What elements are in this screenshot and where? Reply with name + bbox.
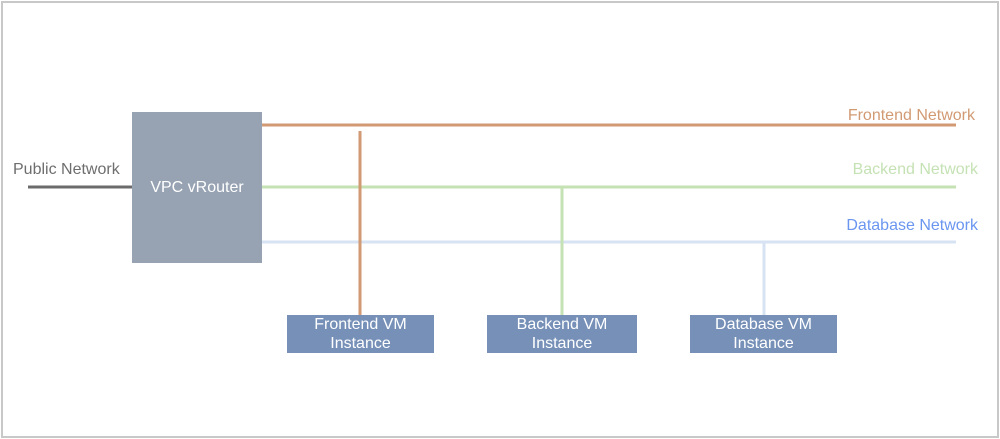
backend-vm-label-line1: Backend VM [516, 316, 608, 333]
frontend-vm-label-line2: Instance [330, 335, 391, 352]
frontend-network-label: Frontend Network [847, 107, 975, 124]
backend-vm-label-line2: Instance [531, 335, 593, 352]
vpc-vrouter: VPC vRouter [132, 112, 262, 263]
backend-vm-instance: Backend VM Instance [487, 315, 637, 353]
vpc-vrouter-label: VPC vRouter [150, 178, 244, 196]
database-network-label: Database Network [846, 217, 978, 234]
frontend-vm-instance: Frontend VM Instance [287, 315, 434, 353]
database-vm-instance: Database VM Instance [690, 315, 837, 353]
database-vm-label-line2: Instance [733, 335, 794, 352]
database-vm-label-line1: Database VM [715, 316, 812, 333]
backend-network-label: Backend Network [852, 161, 978, 178]
frontend-vm-label-line1: Frontend VM [314, 316, 407, 333]
public-network-label: Public Network [13, 161, 120, 178]
